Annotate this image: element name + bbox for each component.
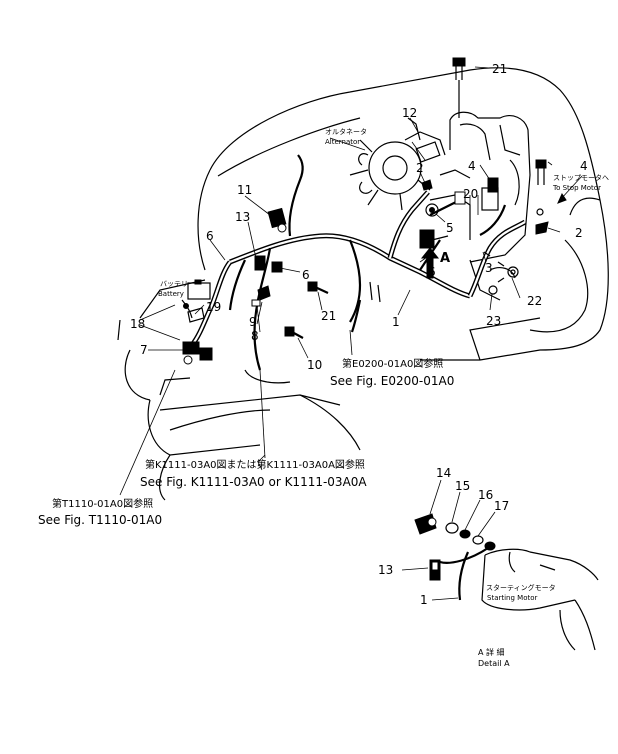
callout-4: 4 (580, 159, 588, 173)
callout-7: 7 (140, 343, 148, 357)
callout-20: 20 (463, 187, 478, 201)
detail-a: 14 15 16 17 13 1 スターティングモータ Starting Mot… (378, 466, 599, 668)
alternator-label-en: Alternator (325, 138, 360, 146)
battery (187, 282, 211, 300)
starting-motor-label-en: Starting Motor (487, 594, 537, 602)
battery-label-en: Battery (158, 290, 184, 298)
callout-18: 18 (130, 317, 145, 331)
callout-23: 23 (486, 314, 501, 328)
callout-15: 15 (455, 479, 470, 493)
ref-e0200-jp: 第E0200-01A0図参照 (342, 357, 443, 370)
view-a-arrow (420, 247, 440, 279)
ref-t1110-jp: 第T1110-01A0図参照 (52, 497, 153, 510)
callout-8: 8 (251, 329, 259, 343)
callout-16: 16 (478, 488, 493, 502)
callout-22: 22 (527, 294, 542, 308)
main-harness (189, 154, 527, 371)
engine-block (429, 111, 531, 301)
stop-motor-label-jp: ストップモータへ (553, 173, 609, 182)
part-callouts: 21 12 2 4 4 20 5 2 6 3 22 23 1 11 13 6 6… (130, 62, 588, 372)
callout-5: 5 (446, 221, 454, 235)
alternator-label-jp: オルタネータ (325, 127, 367, 136)
leader-lines (119, 66, 583, 496)
ref-e0200-en: See Fig. E0200-01A0 (330, 374, 454, 388)
callout-21: 21 (321, 309, 336, 323)
ref-k1111-jp: 第K1111-03A0図または第K1111-03A0A図参照 (145, 458, 365, 471)
machine-body-outline (117, 67, 609, 501)
callout-13: 13 (235, 210, 250, 224)
alternator (349, 131, 446, 211)
battery-label-jp: バッテリ (160, 280, 188, 288)
callout-4: 4 (468, 159, 476, 173)
component-labels: オルタネータ Alternator バッテリ Battery ストップモータへ … (158, 127, 609, 298)
detail-a-title-en: Detail A (478, 659, 510, 668)
ref-k1111-en: See Fig. K1111-03A0 or K1111-03A0A (140, 475, 367, 489)
detail-a-title-jp: A 詳 細 (478, 647, 505, 657)
callout-9: 9 (249, 315, 257, 329)
figure-references: 第E0200-01A0図参照 See Fig. E0200-01A0 第K111… (38, 357, 454, 527)
callout-14: 14 (436, 466, 451, 480)
callout-17: 17 (494, 499, 509, 513)
view-a-label: A (440, 251, 450, 266)
stop-motor-label-en: To Stop Motor (552, 184, 601, 192)
callout-6: 6 (206, 229, 214, 243)
callout-19: 19 (206, 300, 221, 314)
components (181, 57, 549, 365)
callout-1: 1 (392, 315, 400, 329)
callout-13: 13 (378, 563, 393, 577)
callout-6: 6 (302, 268, 310, 282)
callout-2: 2 (416, 161, 424, 175)
callout-3: 3 (485, 261, 493, 275)
callout-2: 2 (575, 226, 583, 240)
ref-t1110-en: See Fig. T1110-01A0 (38, 513, 162, 527)
callout-11: 11 (237, 183, 252, 197)
callout-10: 10 (307, 358, 322, 372)
callout-21: 21 (492, 62, 507, 76)
callout-1: 1 (420, 593, 428, 607)
starting-motor-label-jp: スターティングモータ (486, 583, 556, 592)
callout-6: 6 (428, 265, 436, 279)
callout-12: 12 (402, 106, 417, 120)
